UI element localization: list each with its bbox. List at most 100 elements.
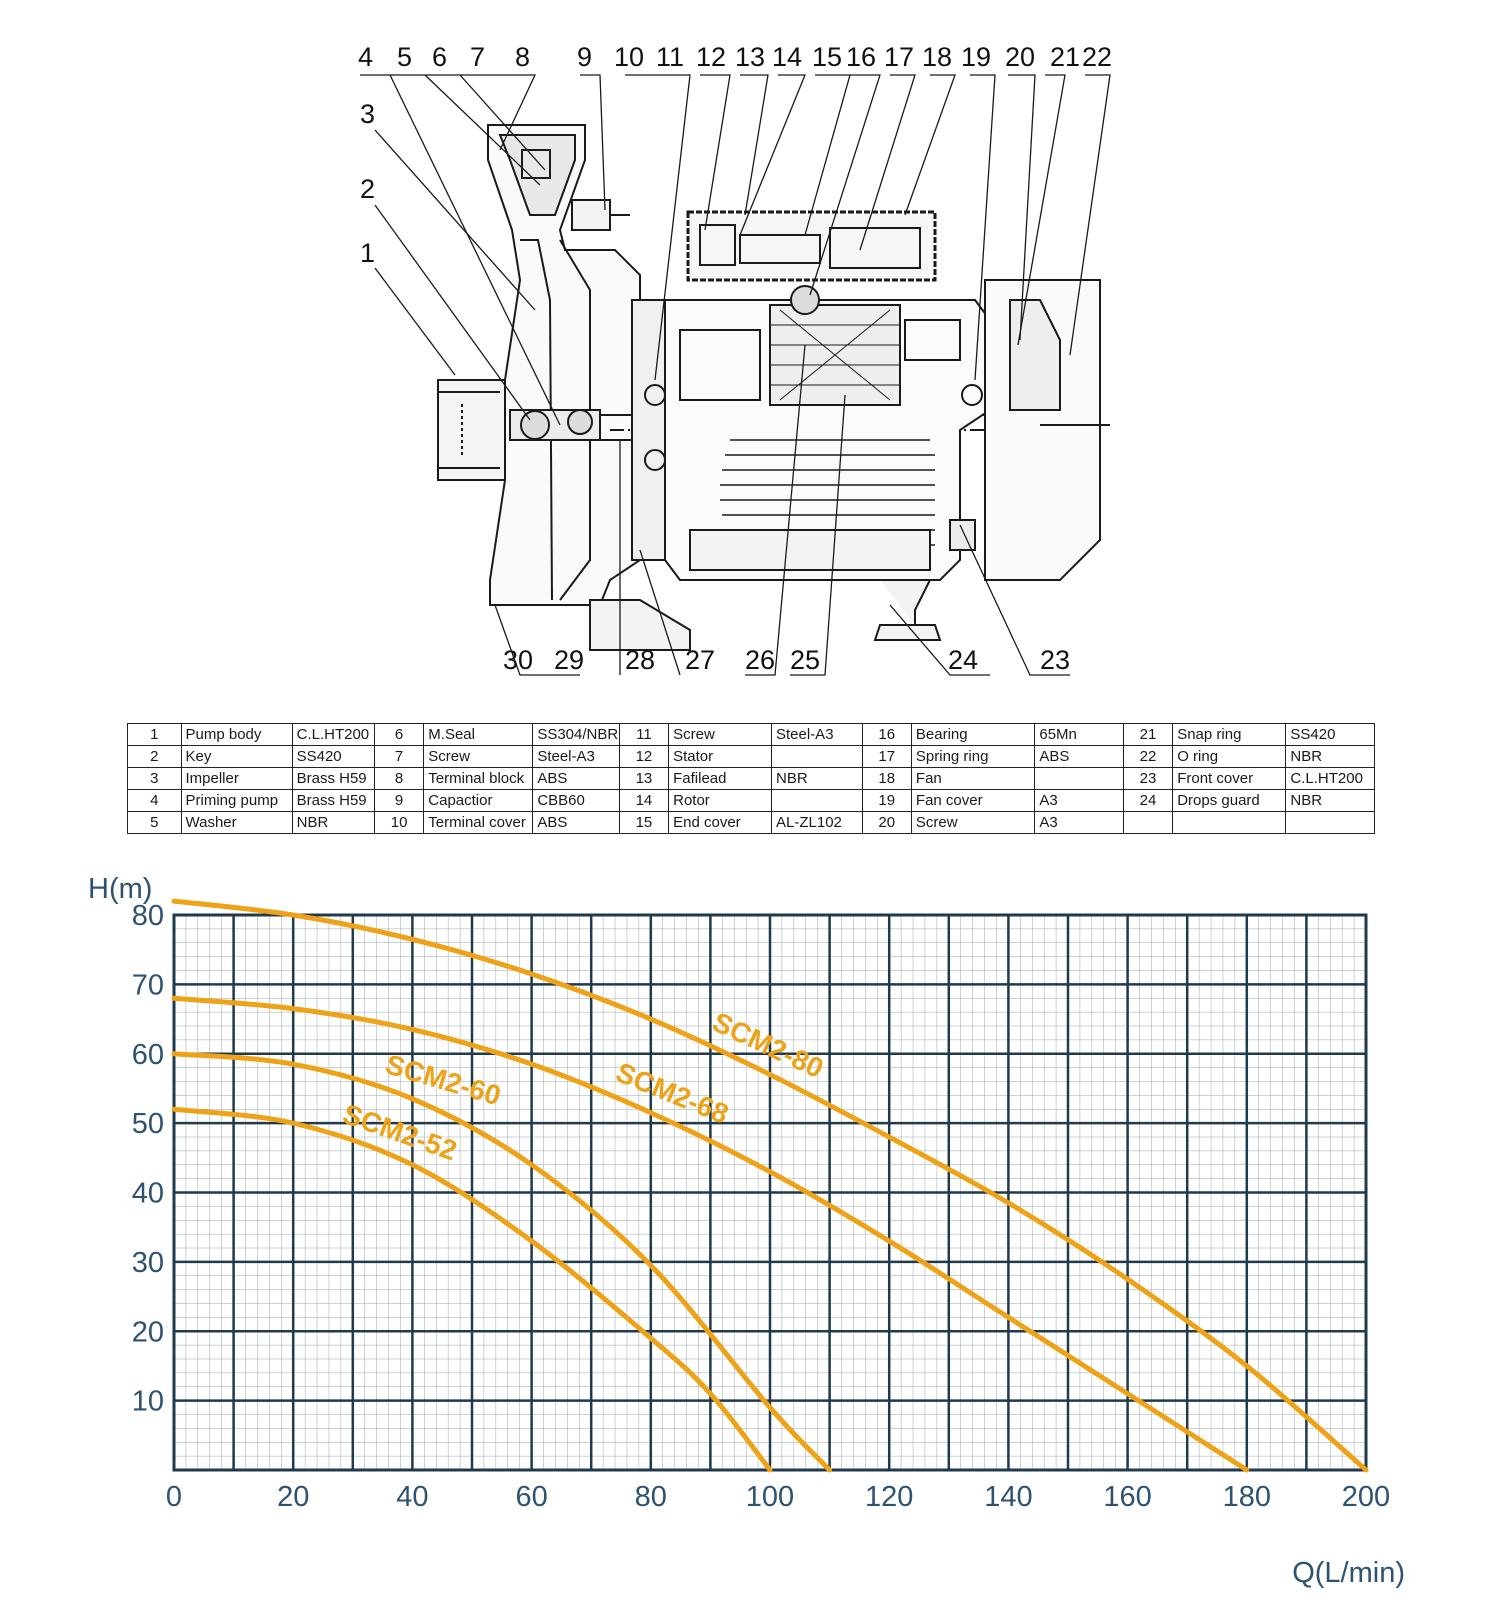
part-name-cell: Front cover [1172,767,1287,790]
x-tick-label: 180 [1223,1481,1271,1513]
callout-20: 20 [1005,42,1035,72]
part-name-cell: Rotor [668,789,772,812]
part-material-cell: Brass H59 [291,767,375,790]
part-material-cell: CBB60 [532,789,620,812]
part-material-cell: 65Mn [1034,723,1124,746]
callout-numbers: 4 5 6 7 8 9 10 11 12 13 14 15 16 17 18 1… [358,42,1112,675]
part-number-cell: 3 [127,767,182,790]
part-material-cell [771,745,863,768]
part-number-cell: 16 [861,723,912,746]
x-tick-label: 140 [984,1481,1032,1513]
callout-8: 8 [515,42,530,72]
part-material-cell: SS420 [291,745,375,768]
callout-5: 5 [397,42,412,72]
x-tick-label: 200 [1342,1481,1390,1513]
part-name-cell: Pump body [180,723,293,746]
part-number-cell: 22 [1122,745,1174,768]
part-number-cell: 7 [373,745,425,768]
callout-19: 19 [961,42,991,72]
callout-6: 6 [432,42,447,72]
callout-23: 23 [1040,645,1070,675]
y-tick-label: 30 [132,1247,164,1279]
part-number-cell: 2 [127,745,182,768]
callout-16: 16 [846,42,876,72]
callout-4: 4 [358,42,373,72]
part-number-cell: 1 [127,723,182,746]
part-number-cell: 20 [861,811,912,834]
part-name-cell: Washer [180,811,293,834]
diagram-drawing [437,124,1110,651]
part-material-cell [1034,767,1124,790]
part-number-cell: 6 [373,723,425,746]
part-material-cell [771,789,863,812]
part-number-cell: 21 [1122,723,1174,746]
part-number-cell: 13 [618,767,670,790]
part-material-cell: ABS [532,767,620,790]
part-number-cell: 24 [1122,789,1174,812]
pump-curves [171,898,1369,1473]
part-number-cell: 4 [127,789,182,812]
part-material-cell: NBR [1285,745,1375,768]
part-material-cell: A3 [1034,789,1124,812]
callout-3: 3 [360,99,375,129]
pump-cross-section-diagram: 4 5 6 7 8 9 10 11 12 13 14 15 16 17 18 1… [358,42,1112,676]
leader-lines [360,74,1111,676]
part-number-cell: 19 [861,789,912,812]
part-number-cell: 23 [1122,767,1174,790]
callout-25: 25 [790,645,820,675]
callout-7: 7 [470,42,485,72]
callout-9: 9 [577,42,592,72]
callout-15: 15 [812,42,842,72]
part-material-cell: Brass H59 [291,789,375,812]
part-material-cell: SS304/NBR [532,723,620,746]
part-name-cell: Drops guard [1172,789,1287,812]
part-name-cell: Fan cover [910,789,1036,812]
callout-29: 29 [554,645,584,675]
part-name-cell: Terminal block [423,767,534,790]
part-number-cell: 15 [618,811,670,834]
part-name-cell: Screw [423,745,534,768]
part-material-cell: NBR [771,767,863,790]
part-material-cell: NBR [291,811,375,834]
part-name-cell: Screw [668,723,772,746]
y-tick-label: 50 [132,1108,164,1140]
x-tick-label: 20 [277,1481,309,1513]
callout-11: 11 [656,42,684,72]
y-tick-label: 20 [132,1316,164,1348]
y-tick-label: 70 [132,969,164,1001]
part-material-cell: AL-ZL102 [771,811,863,834]
curve-scm2-68 [171,995,1250,1473]
x-tick-label: 120 [865,1481,913,1513]
callout-14: 14 [772,42,802,72]
part-material-cell: A3 [1034,811,1124,834]
y-axis-label: H(m) [88,873,152,905]
part-name-cell: Fafilead [668,767,772,790]
part-number-cell: 5 [127,811,182,834]
part-name-cell: Impeller [180,767,293,790]
x-tick-label: 0 [166,1481,182,1513]
part-name-cell: Key [180,745,293,768]
callout-18: 18 [922,42,952,72]
x-axis-label: Q(L/min) [1292,1557,1405,1589]
part-name-cell: Spring ring [910,745,1036,768]
y-tick-label: 40 [132,1178,164,1210]
curve-scm2-80 [171,898,1369,1473]
part-name-cell: Stator [668,745,772,768]
part-material-cell: ABS [532,811,620,834]
part-number-cell: 14 [618,789,670,812]
part-name-cell: End cover [668,811,772,834]
y-tick-label: 80 [132,900,164,932]
part-name-cell: Fan [910,767,1036,790]
x-tick-label: 60 [515,1481,547,1513]
y-tick-label: 60 [132,1039,164,1071]
part-name-cell: Bearing [910,723,1036,746]
part-material-cell: NBR [1285,789,1375,812]
callout-12: 12 [696,42,726,72]
